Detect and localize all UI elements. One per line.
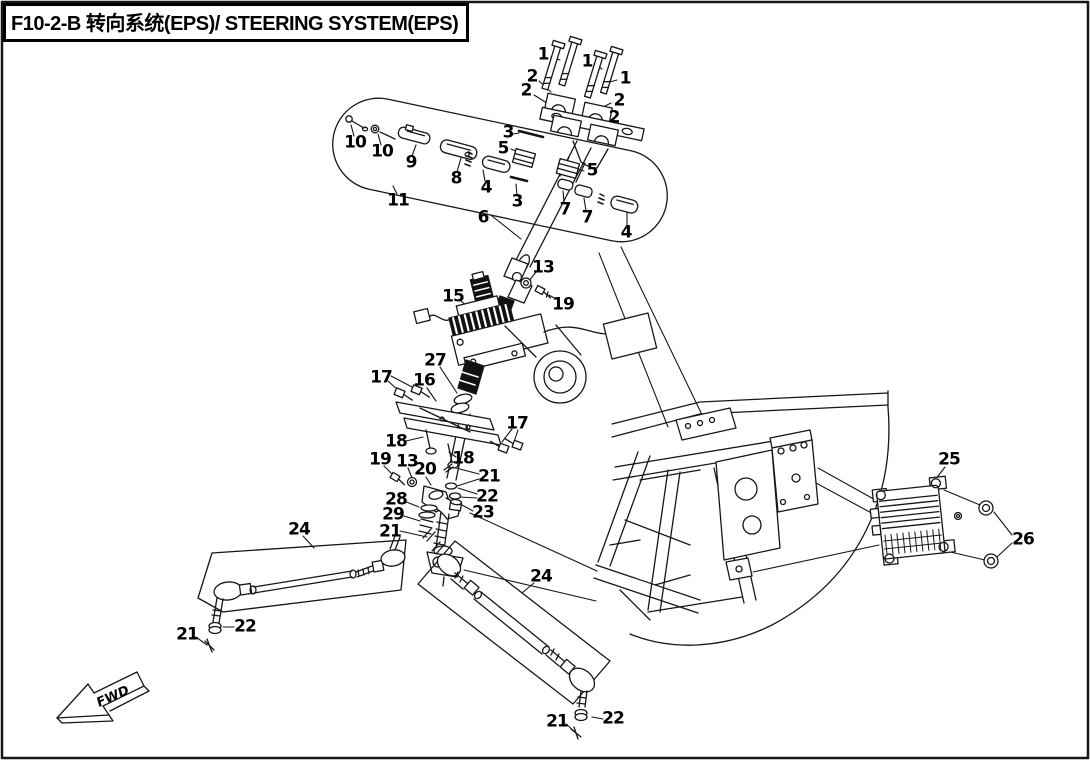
callout-1: 1 — [537, 44, 550, 65]
tie-rod-right — [417, 540, 611, 740]
steering-column-assembly — [492, 35, 645, 321]
callout-21: 21 — [379, 521, 402, 542]
callout-1: 1 — [581, 51, 594, 72]
lower-shaft-and-bracket — [389, 359, 524, 587]
callout-17: 17 — [370, 367, 393, 388]
callout-6: 6 — [477, 207, 490, 228]
callout-29: 29 — [382, 504, 405, 525]
callout-21: 21 — [478, 466, 501, 487]
leader-lines — [195, 56, 1013, 733]
callout-22: 22 — [476, 486, 499, 507]
callout-17: 17 — [506, 413, 529, 434]
callout-5: 5 — [497, 138, 510, 159]
callout-11: 11 — [387, 190, 410, 211]
callout-21: 21 — [176, 624, 199, 645]
callout-3: 3 — [511, 191, 524, 212]
fwd-arrow — [56, 671, 150, 724]
callout-20: 20 — [414, 459, 437, 480]
callout-21: 21 — [546, 711, 569, 732]
callout-24: 24 — [530, 566, 553, 587]
callout-2: 2 — [526, 66, 539, 87]
callout-15: 15 — [442, 286, 465, 307]
callout-25: 25 — [938, 449, 961, 470]
tie-rod-left — [197, 535, 407, 653]
callout-22: 22 — [602, 708, 625, 729]
callout-1: 1 — [619, 68, 632, 89]
callout-16: 16 — [413, 370, 436, 391]
callout-2: 2 — [613, 90, 626, 111]
callout-27: 27 — [424, 350, 447, 371]
callout-2: 2 — [520, 80, 533, 101]
eps-unit — [413, 270, 658, 404]
callout-4: 4 — [620, 222, 633, 243]
callout-7: 7 — [559, 199, 572, 220]
callout-8: 8 — [450, 168, 463, 189]
frame-section — [593, 390, 890, 646]
eps-controller — [869, 475, 999, 569]
column-small-parts — [345, 115, 639, 214]
callout-2: 2 — [608, 107, 621, 128]
callout-4: 4 — [480, 177, 493, 198]
title-box: F10-2-B 转向系统(EPS)/ STEERING SYSTEM(EPS) — [3, 3, 470, 42]
callout-18: 18 — [452, 448, 475, 469]
callout-3: 3 — [502, 122, 515, 143]
callout-13: 13 — [532, 257, 555, 278]
small-parts-capsule — [332, 97, 668, 243]
callout-10: 10 — [371, 141, 394, 162]
callout-5: 5 — [586, 160, 599, 181]
callout-10: 10 — [344, 132, 367, 153]
callout-22: 22 — [234, 616, 257, 637]
callout-26: 26 — [1012, 529, 1035, 550]
page-title: F10-2-B 转向系统(EPS)/ STEERING SYSTEM(EPS) — [11, 13, 459, 35]
callout-28: 28 — [385, 489, 408, 510]
callout-7: 7 — [581, 207, 594, 228]
callout-13: 13 — [396, 451, 419, 472]
callout-23: 23 — [472, 502, 495, 523]
callout-18: 18 — [385, 431, 408, 452]
callout-9: 9 — [405, 152, 418, 173]
callout-19: 19 — [552, 294, 575, 315]
callout-19: 19 — [369, 449, 392, 470]
callout-24: 24 — [288, 519, 311, 540]
